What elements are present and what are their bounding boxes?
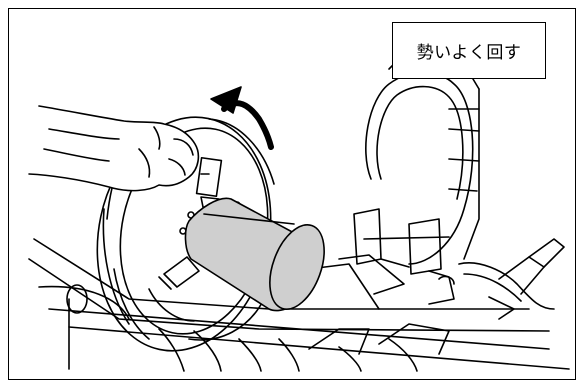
- instruction-callout: 勢いよく回す: [392, 22, 546, 79]
- rotation-arrow-icon: [210, 86, 274, 150]
- pipe-threader-illustration: [28, 48, 570, 372]
- machine-bed: [28, 238, 570, 372]
- operator-hand: [28, 105, 200, 192]
- die-head-carriage: [308, 48, 480, 310]
- carriage-lever: [458, 238, 565, 320]
- chuck-jaws: [158, 156, 241, 290]
- pipe-cylinder: [184, 197, 325, 312]
- illustration-frame: 勢いよく回す: [8, 8, 576, 380]
